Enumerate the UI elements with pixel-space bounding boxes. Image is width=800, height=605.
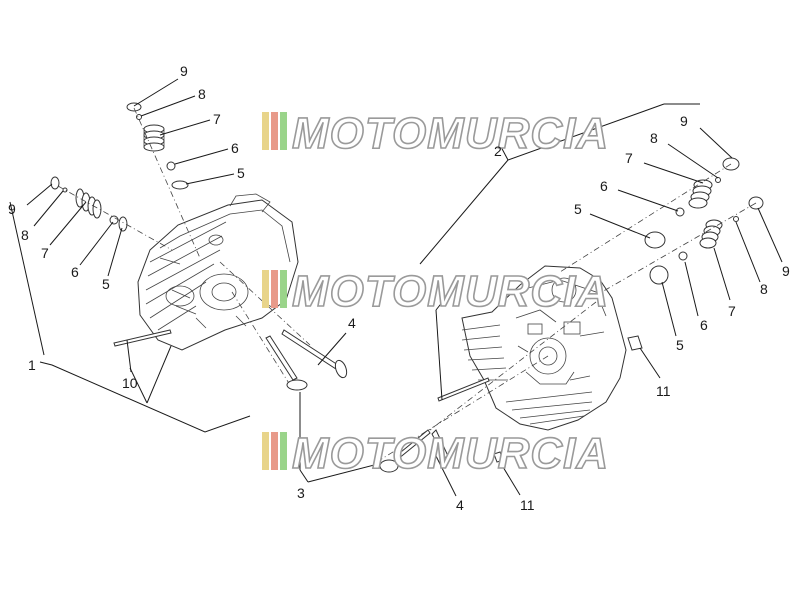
callout-2: 2 bbox=[494, 143, 502, 159]
stripe-1 bbox=[262, 432, 269, 470]
callout-7: 7 bbox=[41, 245, 49, 261]
valve-collet bbox=[136, 114, 142, 120]
stripe-2 bbox=[271, 112, 278, 150]
valve-stem-seal bbox=[678, 251, 688, 261]
callout-9: 9 bbox=[8, 201, 16, 217]
valve-spring bbox=[143, 124, 165, 152]
callout-4: 4 bbox=[456, 497, 464, 513]
valve-spring bbox=[699, 219, 723, 249]
stripe-2 bbox=[271, 270, 278, 308]
callout-9: 9 bbox=[680, 113, 688, 129]
valve-stem-seal bbox=[166, 161, 176, 171]
valve-collet bbox=[715, 177, 721, 183]
callout-9: 9 bbox=[180, 63, 188, 79]
valve-spring bbox=[688, 179, 713, 209]
callout-5: 5 bbox=[676, 337, 684, 353]
callout-5: 5 bbox=[574, 201, 582, 217]
callout-10: 10 bbox=[122, 375, 138, 391]
valve-spring-seat bbox=[118, 216, 128, 232]
left-exhaust-valve bbox=[281, 329, 348, 379]
stripe-1 bbox=[262, 112, 269, 150]
callout-7: 7 bbox=[728, 303, 736, 319]
callout-3: 3 bbox=[297, 485, 305, 501]
callout-8: 8 bbox=[650, 130, 658, 146]
left-valve-train-side bbox=[50, 176, 128, 232]
callout-8: 8 bbox=[21, 227, 29, 243]
right-plug bbox=[627, 335, 643, 351]
valve-keeper-cap bbox=[126, 102, 142, 112]
right-exhaust-valve bbox=[431, 429, 449, 459]
valve-spring-seat bbox=[649, 265, 669, 285]
left-intake-valve bbox=[265, 335, 308, 391]
callout-1: 1 bbox=[28, 357, 36, 373]
valve-collet bbox=[733, 216, 739, 222]
stripe-2 bbox=[271, 432, 278, 470]
stripe-1 bbox=[262, 270, 269, 308]
callout-8: 8 bbox=[198, 86, 206, 102]
left-stud bbox=[113, 329, 172, 347]
callout-11: 11 bbox=[656, 383, 671, 399]
watermark-text: MOTOMURCIA bbox=[292, 267, 609, 316]
callout-5: 5 bbox=[237, 165, 245, 181]
callout-6: 6 bbox=[700, 317, 708, 333]
watermark-text: MOTOMURCIA bbox=[292, 109, 609, 158]
stripe-3 bbox=[280, 112, 287, 150]
callout-6: 6 bbox=[231, 140, 239, 156]
valve-spring-seat bbox=[644, 231, 666, 249]
callout-5: 5 bbox=[102, 276, 110, 292]
callout-4: 4 bbox=[348, 315, 356, 331]
stripe-3 bbox=[280, 270, 287, 308]
left-cylinder-head bbox=[137, 193, 299, 351]
callout-6: 6 bbox=[600, 178, 608, 194]
valve-stem-seal bbox=[675, 207, 685, 217]
callout-9: 9 bbox=[782, 263, 790, 279]
callout-7: 7 bbox=[625, 150, 633, 166]
valve-keeper-cap bbox=[50, 176, 60, 190]
left-valve-train-upper bbox=[126, 102, 189, 190]
callout-6: 6 bbox=[71, 264, 79, 280]
valve-collet bbox=[62, 187, 68, 193]
valve-stem-seal bbox=[109, 215, 119, 225]
right-intake-valve bbox=[379, 429, 431, 473]
valve-spring-seat bbox=[171, 180, 189, 190]
right-valve-train-lower bbox=[649, 196, 764, 285]
callout-7: 7 bbox=[213, 111, 221, 127]
watermark-text: MOTOMURCIA bbox=[292, 429, 609, 478]
watermark-middle: MOTOMURCIA bbox=[262, 266, 609, 317]
right-valve-train-upper bbox=[644, 157, 740, 249]
callout-11: 11 bbox=[520, 497, 535, 513]
callout-8: 8 bbox=[760, 281, 768, 297]
watermark-top: MOTOMURCIA bbox=[262, 108, 609, 159]
stripe-3 bbox=[280, 432, 287, 470]
watermark-bottom: MOTOMURCIA bbox=[262, 428, 609, 479]
right-plug-lower bbox=[493, 451, 504, 463]
right-stud bbox=[437, 377, 490, 402]
right-cylinder-head bbox=[461, 265, 627, 431]
